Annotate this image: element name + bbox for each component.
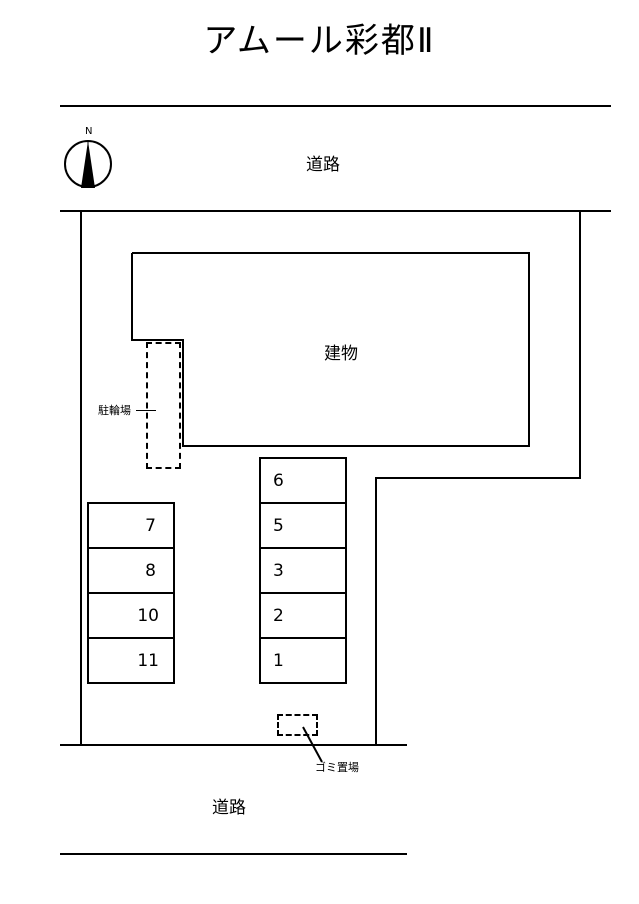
top-road-lower-edge: [60, 210, 611, 212]
parking-slot-number: 7: [145, 515, 156, 536]
parking-slot-number: 5: [273, 515, 284, 536]
top-road-label: 道路: [306, 155, 340, 175]
parking-slot-number: 10: [137, 605, 159, 626]
site-right-step: [375, 477, 581, 479]
parking-slot-number: 11: [137, 650, 159, 671]
parking-slot-11: 11: [87, 637, 175, 684]
site-left-boundary: [80, 211, 82, 745]
bottom-road-upper-edge: [60, 744, 407, 746]
north-arrow-icon: [64, 140, 112, 188]
site-right-boundary-lower: [375, 477, 377, 745]
garbage-area-label: ゴミ置場: [315, 761, 359, 774]
parking-slot-number: 8: [145, 560, 156, 581]
bottom-road-lower-edge: [60, 853, 407, 855]
page-title: アムール彩都Ⅱ: [203, 21, 436, 61]
parking-slot-number: 2: [273, 605, 284, 626]
top-road-upper-edge: [60, 105, 611, 107]
building-label: 建物: [324, 344, 358, 364]
site-right-boundary-upper: [579, 211, 581, 479]
bike-parking-label: 駐輪場: [98, 404, 131, 417]
parking-slot-number: 1: [273, 650, 284, 671]
parking-slot-number: 6: [273, 470, 284, 491]
bike-parking-leader: [136, 410, 156, 411]
parking-slot-1: 1: [259, 637, 347, 684]
bike-parking-area: [146, 342, 181, 469]
compass-north-label: N: [85, 126, 93, 137]
garbage-area: [277, 714, 318, 736]
parking-slot-number: 3: [273, 560, 284, 581]
bottom-road-label: 道路: [212, 798, 246, 818]
